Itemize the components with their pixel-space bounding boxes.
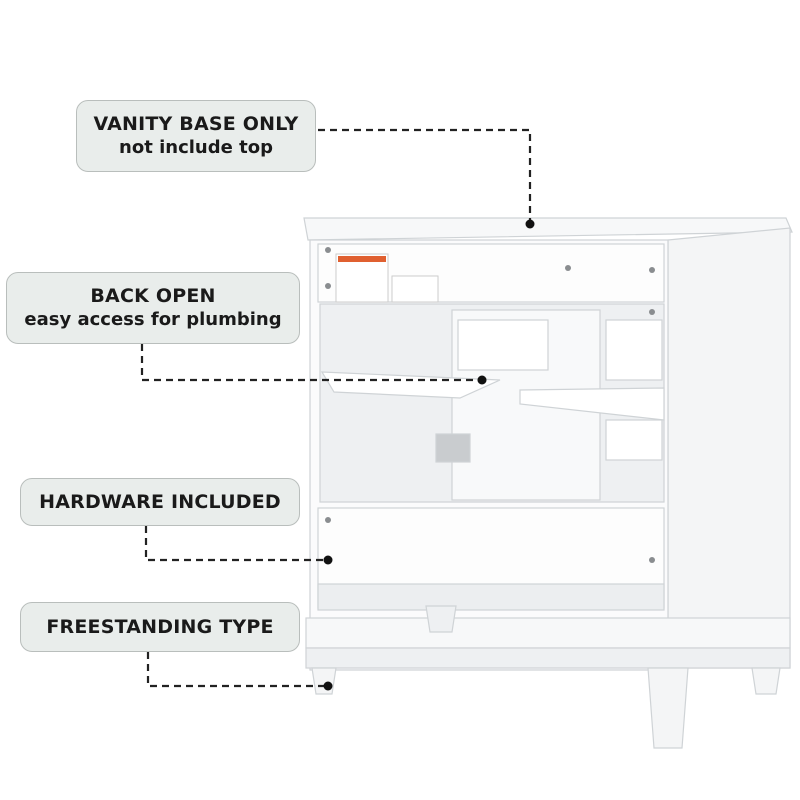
leader-line-hardware <box>144 526 328 562</box>
callout-title: VANITY BASE ONLY <box>93 113 299 135</box>
callout-dots <box>323 219 535 691</box>
callout-vanity-base-only: VANITY BASE ONLY not include top <box>76 100 316 172</box>
callout-freestanding-type: FREESTANDING TYPE <box>20 602 300 652</box>
callout-title: BACK OPEN <box>90 285 216 307</box>
callout-title: HARDWARE INCLUDED <box>39 491 281 513</box>
warning-label <box>335 253 439 303</box>
leader-line-vanity-base <box>318 128 532 222</box>
callout-leader-lines <box>140 128 532 688</box>
callout-hardware-included: HARDWARE INCLUDED <box>20 478 300 526</box>
callout-subtitle: easy access for plumbing <box>24 309 282 330</box>
cabinet <box>303 217 793 749</box>
screws <box>325 247 655 563</box>
callout-title: FREESTANDING TYPE <box>46 616 274 638</box>
leader-line-freestanding <box>146 652 328 688</box>
callout-back-open: BACK OPEN easy access for plumbing <box>6 272 300 344</box>
leader-line-back-open <box>140 344 482 382</box>
callout-subtitle: not include top <box>119 137 273 158</box>
